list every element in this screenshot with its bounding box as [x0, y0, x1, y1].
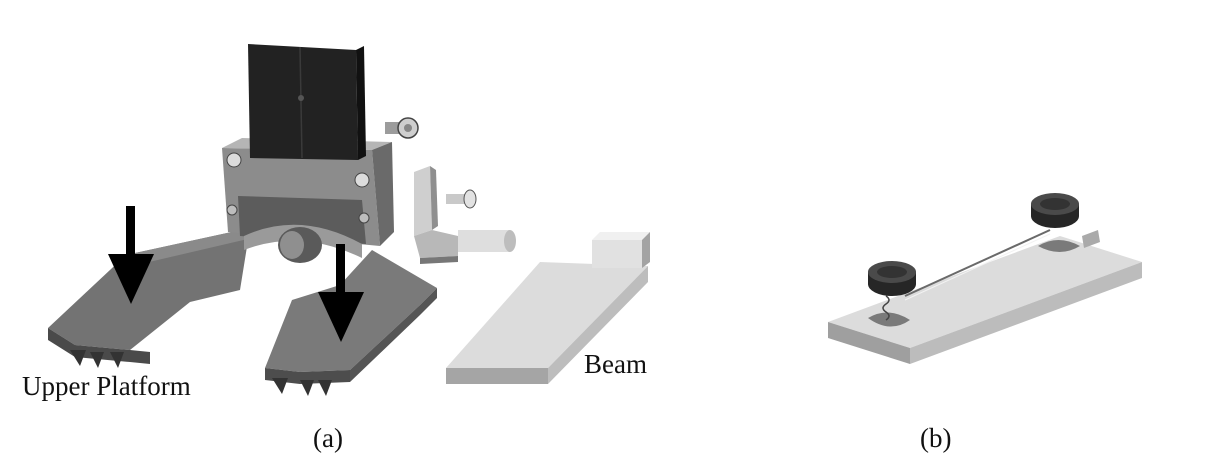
arrow-right-head — [318, 292, 364, 342]
caption-a: (a) — [313, 423, 343, 453]
load-arrows — [108, 206, 364, 342]
roller-right — [1031, 193, 1079, 228]
caption-b: (b) — [920, 423, 952, 453]
bracket-with-pin — [414, 166, 516, 264]
vertical-plate — [248, 44, 366, 160]
platform-feet — [70, 350, 332, 396]
central-housing — [222, 138, 394, 263]
upper-platform-left-leg — [48, 228, 252, 364]
roller-left — [868, 261, 916, 296]
side-screw — [385, 117, 419, 139]
panel-b-drawing — [828, 193, 1142, 364]
arrow-left-head — [108, 254, 154, 304]
label-upper-platform: Upper Platform — [22, 371, 191, 401]
arrow-right-shaft — [336, 244, 345, 294]
beam-part — [446, 232, 650, 384]
panel-a-drawing — [48, 44, 650, 396]
arrow-left-shaft — [126, 206, 135, 256]
label-beam: Beam — [584, 349, 647, 379]
